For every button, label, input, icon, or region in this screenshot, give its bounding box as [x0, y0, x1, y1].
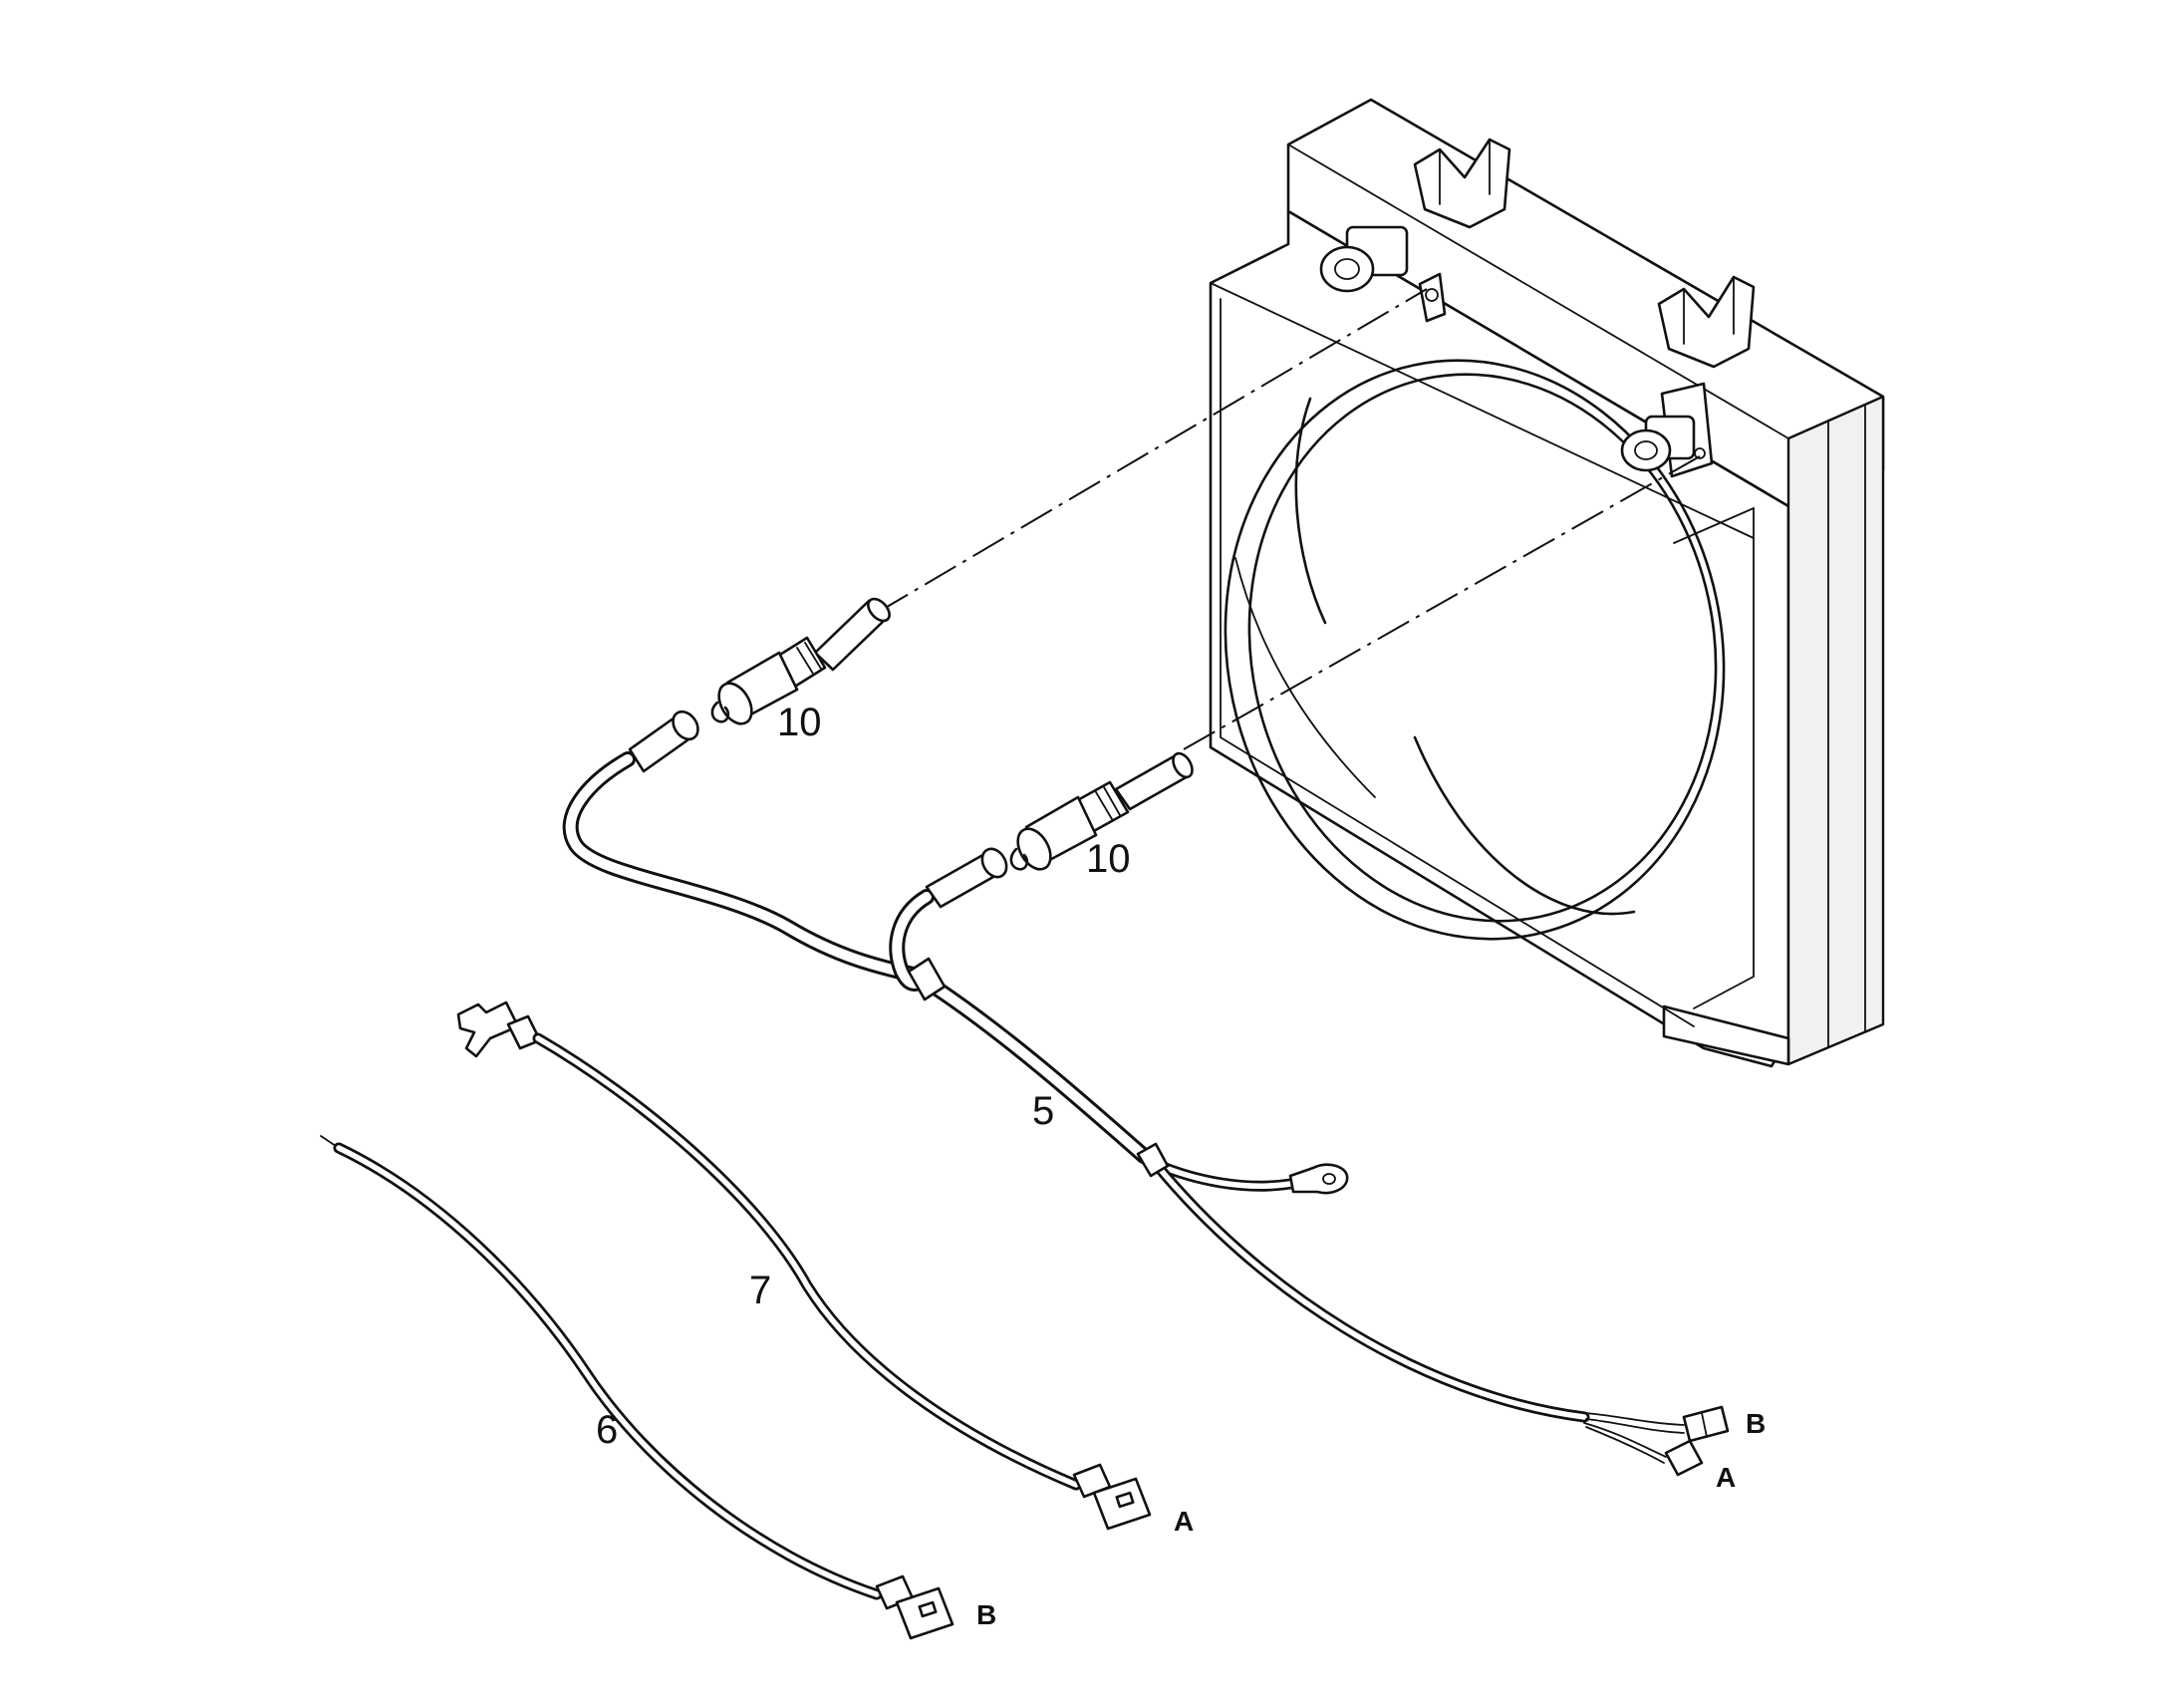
temperature-sensor-upper — [710, 597, 891, 725]
connector-label-harness-a: A — [1716, 1462, 1736, 1493]
connector-label-wire-7: A — [1174, 1506, 1194, 1537]
wire-harness-5 — [562, 710, 1730, 1477]
callout-sensor-upper: 10 — [777, 701, 822, 744]
callout-sensor-lower: 10 — [1086, 837, 1131, 881]
callout-wire-7: 7 — [749, 1269, 771, 1312]
wire-7 — [456, 1000, 1152, 1531]
connector-label-wire-6: B — [976, 1599, 996, 1630]
temperature-sensor-lower — [1009, 751, 1194, 871]
alignment-lines — [876, 288, 1701, 750]
callout-wire-6: 6 — [596, 1408, 618, 1452]
wire-6 — [320, 1135, 955, 1640]
sensor-port-lower — [1620, 382, 1714, 478]
callout-harness-5: 5 — [1032, 1089, 1054, 1133]
connector-label-harness-b: B — [1746, 1408, 1766, 1439]
sensor-port-upper — [1319, 225, 1447, 323]
radiator-assembly — [1209, 98, 1885, 1068]
